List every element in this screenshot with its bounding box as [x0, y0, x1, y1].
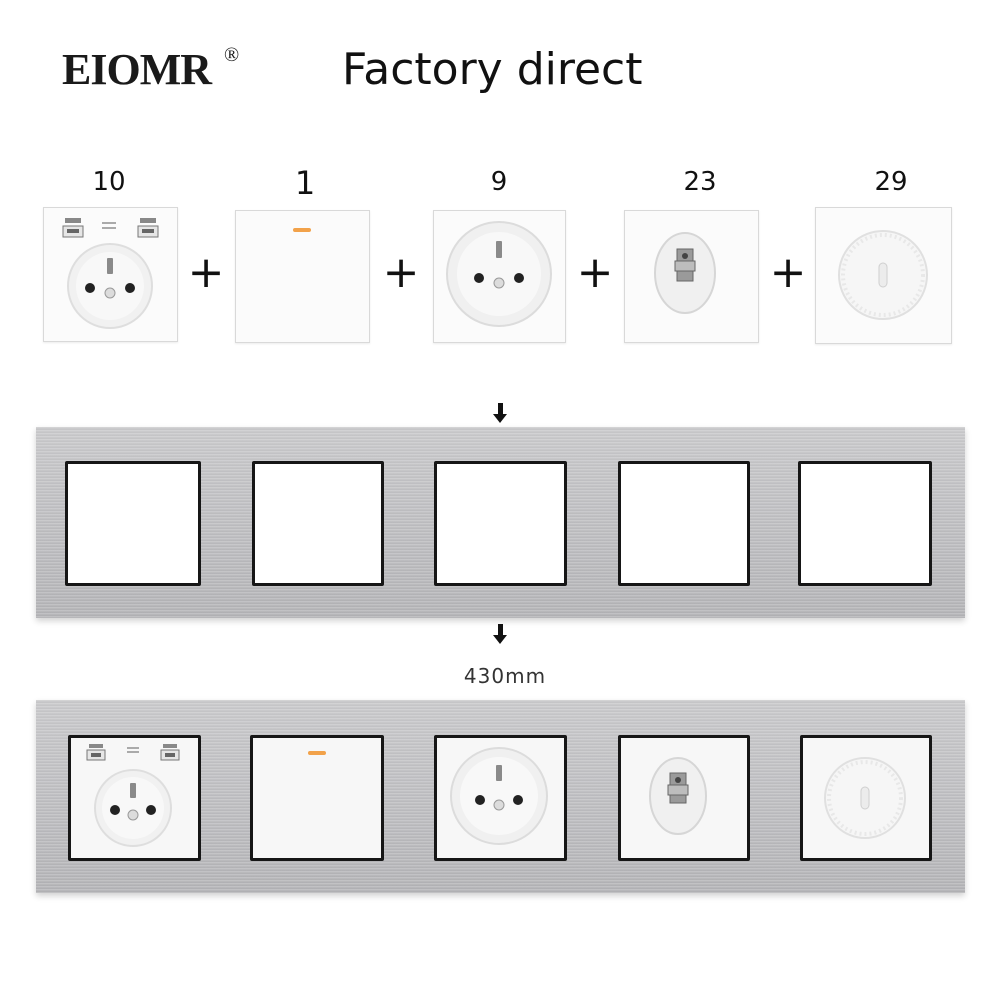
tv-outlet-icon — [654, 232, 716, 314]
tv-outlet-icon — [649, 757, 707, 835]
frame-slot — [434, 461, 567, 586]
usb-socket-icon — [62, 218, 159, 329]
usb-socket-icon — [86, 744, 180, 847]
frame-slot — [252, 461, 384, 586]
frame-slot-usb-socket[interactable] — [68, 735, 201, 861]
frame-slot-switch[interactable] — [250, 735, 384, 861]
module-socket[interactable] — [433, 210, 566, 343]
assembled-frame — [36, 700, 965, 893]
plus-sign: + — [187, 247, 225, 298]
plus-sign: + — [576, 247, 614, 298]
frame-slot — [65, 461, 201, 586]
socket-icon — [450, 747, 548, 845]
arrow-down-icon — [493, 624, 507, 646]
frame-slot-dimmer[interactable] — [800, 735, 932, 861]
frame-slot-tv-outlet[interactable] — [618, 735, 750, 861]
dimmer-icon — [824, 757, 906, 839]
switch-icon — [308, 751, 326, 755]
frame-slot — [618, 461, 750, 586]
switch-icon — [293, 228, 311, 232]
module-number: 10 — [92, 167, 126, 197]
headline: Factory direct — [342, 44, 643, 95]
empty-frame — [36, 427, 965, 618]
dimmer-icon — [838, 230, 928, 320]
frame-dimension-label: 430mm — [463, 664, 547, 688]
plus-sign: + — [769, 247, 807, 298]
socket-icon — [446, 221, 552, 327]
module-tv-outlet[interactable] — [624, 210, 759, 343]
module-number: 29 — [874, 167, 908, 197]
module-switch[interactable] — [235, 210, 370, 343]
plus-sign: + — [382, 247, 420, 298]
brand-logo: EIOMR — [62, 45, 212, 94]
frame-slot-socket[interactable] — [434, 735, 567, 861]
module-usb-socket[interactable] — [43, 207, 178, 342]
module-number: 9 — [490, 167, 508, 197]
registered-mark: ® — [224, 44, 240, 66]
module-number: 1 — [294, 164, 316, 202]
frame-slot — [798, 461, 932, 586]
module-number: 23 — [683, 167, 717, 197]
arrow-down-icon — [493, 403, 507, 425]
module-dimmer[interactable] — [815, 207, 952, 344]
